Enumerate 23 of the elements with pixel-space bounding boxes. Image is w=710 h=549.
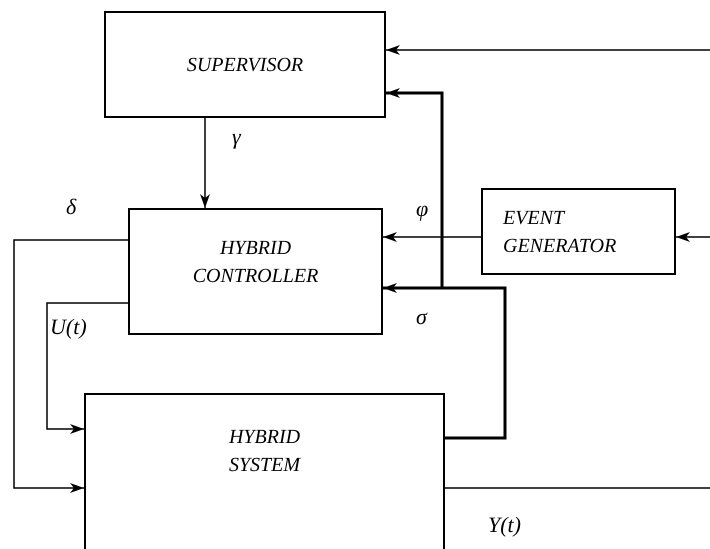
arrow (383, 232, 481, 242)
block-box (128, 208, 383, 335)
connector-line (442, 286, 506, 440)
arrow (676, 232, 710, 242)
arrow (383, 283, 442, 293)
block-label: EVENT GENERATOR (503, 206, 618, 258)
edge-label: Y(t) (488, 512, 521, 538)
arrow (200, 118, 210, 208)
edge-label: φ (416, 196, 428, 222)
arrow (386, 45, 710, 55)
block-label: SUPERVISOR (186, 52, 304, 78)
edge-label: U(t) (50, 314, 87, 340)
block-box (84, 393, 445, 549)
edge-label: δ (66, 194, 76, 220)
edge-label: γ (232, 124, 241, 150)
arrow (46, 302, 128, 434)
block-box (481, 188, 676, 275)
arrow (386, 88, 444, 288)
arrow (13, 239, 128, 493)
edge-label: σ (416, 304, 427, 330)
block-label: HYBRID CONTROLLER (192, 236, 320, 289)
block-box (104, 11, 386, 118)
block-label: HYBRID SYSTEM (228, 425, 302, 478)
